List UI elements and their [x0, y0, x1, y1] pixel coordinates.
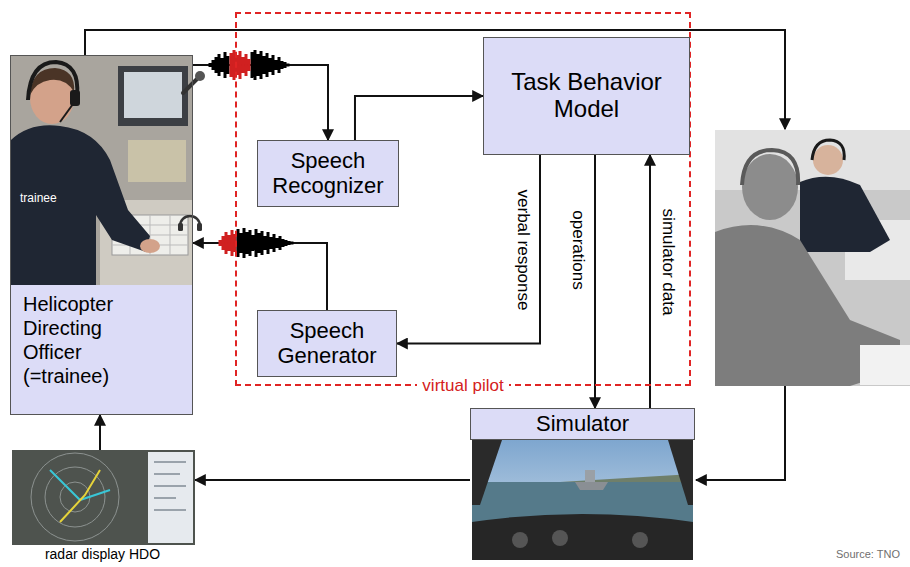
gauge	[512, 532, 528, 548]
edge-label-holder: verbal response	[513, 190, 533, 311]
flow-arrow	[195, 479, 470, 481]
range-ring	[45, 467, 105, 527]
radar-side-panel	[148, 452, 193, 543]
instrument-panel	[472, 514, 693, 560]
gauge	[552, 530, 568, 546]
audio-waveform	[238, 228, 292, 258]
operator-body	[800, 177, 890, 252]
label-holder: trainee	[20, 191, 57, 205]
photo-background	[11, 56, 192, 285]
node-text: Helicopter Directing Officer (=trainee)	[23, 292, 153, 388]
label-holder: Source: TNO	[836, 548, 900, 561]
track-line	[60, 470, 100, 522]
edge-label-holder: simulator data	[658, 209, 678, 316]
panel-lines	[154, 462, 186, 510]
ship-bridge	[585, 470, 595, 482]
cockpit-view	[472, 440, 693, 560]
edge-label: verbal response	[513, 190, 533, 311]
monitor	[118, 66, 188, 126]
radar-background	[12, 450, 195, 545]
process-box: Speech Generator	[257, 310, 397, 377]
flow-arrow	[649, 155, 651, 408]
process-box: Speech Recognizer	[257, 140, 399, 207]
microphone-icon	[183, 71, 205, 93]
headset-boom	[60, 104, 73, 122]
monitor-screen	[124, 72, 182, 118]
trainee-photo	[11, 56, 192, 414]
edge-label: simulator data	[658, 209, 678, 316]
headset-band	[28, 62, 77, 100]
operator-head	[813, 145, 843, 175]
node-text: Task Behavior Model	[488, 69, 685, 123]
flow-arrow	[594, 155, 596, 408]
keyboard	[860, 345, 910, 385]
photo-background	[715, 130, 910, 386]
instructor-photo	[715, 130, 910, 386]
flow-arrow	[99, 415, 101, 450]
microphone-head	[195, 71, 205, 81]
cockpit-strut	[472, 440, 502, 505]
headphones-icon	[178, 216, 202, 231]
gauge	[632, 532, 648, 548]
node-text: radar display HDO	[10, 546, 195, 562]
range-ring	[31, 453, 119, 541]
simulator-panel: Simulator	[470, 408, 695, 560]
coast	[560, 474, 693, 482]
radar-display: radar display HDO	[10, 450, 195, 564]
virtual-pilot-region: virtual pilotSpeech RecognizerTask Behav…	[235, 12, 691, 386]
audio-waveform-highlight	[231, 50, 249, 80]
microphone-handle	[183, 79, 197, 93]
monitor	[128, 140, 186, 182]
audio-waveform	[210, 50, 288, 80]
flow-arrow	[193, 243, 327, 310]
panel-fill	[11, 285, 192, 414]
edge-label: operations	[568, 210, 588, 289]
node-text: Speech Recognizer	[262, 149, 394, 198]
headset-cup	[70, 90, 80, 106]
node-text: Simulator	[470, 408, 695, 440]
radar-screen	[12, 450, 195, 545]
headphones-cup	[197, 223, 202, 231]
operator-panel: Helicopter Directing Officer (=trainee)	[10, 55, 193, 415]
ship-hull	[575, 482, 608, 490]
cockpit-strut	[668, 440, 693, 505]
flow-arrow	[355, 96, 483, 140]
sky	[472, 440, 693, 560]
node-text: virtual pilot	[417, 376, 508, 396]
headset-band	[812, 140, 844, 160]
headset-band	[742, 150, 798, 185]
trainee-hand	[140, 239, 160, 253]
headphones-cup	[178, 223, 183, 231]
audio-waveform-highlight	[220, 230, 235, 256]
flow-arrow	[397, 155, 540, 344]
photo-caption: trainee	[20, 191, 57, 205]
feed-wire	[696, 386, 785, 480]
edge-label-holder: operations	[568, 210, 588, 289]
sea	[472, 482, 693, 560]
track-line	[50, 470, 110, 500]
trainee-body	[11, 125, 150, 285]
range-ring	[60, 482, 90, 512]
node-text: Speech Generator	[262, 319, 392, 368]
source-note: Source: TNO	[836, 548, 900, 561]
ghost-person-head	[742, 154, 798, 220]
process-box: Task Behavior Model	[483, 37, 690, 155]
